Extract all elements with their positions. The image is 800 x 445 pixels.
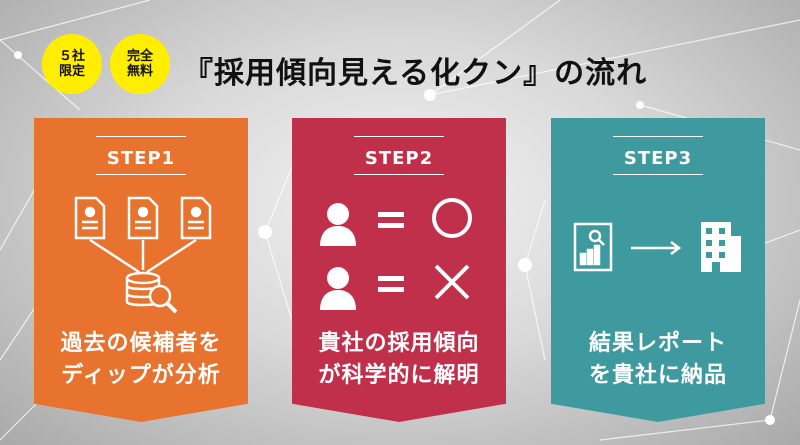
database-magnifier-icon xyxy=(125,271,178,314)
divider xyxy=(96,174,186,175)
step-text-line: 過去の候補者を xyxy=(60,331,222,356)
divider xyxy=(96,136,186,137)
divider xyxy=(354,174,444,175)
step1-illustration xyxy=(74,196,212,314)
step-text-line: ディップが分析 xyxy=(61,363,221,388)
step-label: STEP2 xyxy=(364,148,434,169)
free-badge: 完全 無料 xyxy=(110,34,170,94)
step-text-line: が科学的に解明 xyxy=(318,363,480,388)
arrow-right-icon xyxy=(631,241,682,255)
step2-illustration xyxy=(320,198,472,310)
step-description: 過去の候補者を ディップが分析 xyxy=(34,328,248,392)
building-icon xyxy=(701,222,741,272)
step3-illustration xyxy=(573,222,741,272)
person-icon xyxy=(320,267,356,310)
person-icon xyxy=(320,203,356,246)
step-text-line: 結果レポート xyxy=(588,331,727,356)
equals-icon xyxy=(378,212,404,228)
step2-card: STEP2 貴社の採用傾向 が科学的に解明 xyxy=(292,118,506,422)
badge-line: 完全 xyxy=(126,49,153,64)
page-title: 『採用傾向見える化クン』の流れ xyxy=(183,56,648,91)
step3-card: STEP3 結果レポート を貴社に納品 xyxy=(551,118,765,422)
divider xyxy=(354,136,444,137)
resume-document-icon xyxy=(127,196,159,240)
badge-line: 無料 xyxy=(126,64,153,79)
step1-card: STEP1 xyxy=(34,118,248,422)
resume-document-icon xyxy=(180,196,212,240)
resume-document-icon xyxy=(74,196,106,240)
step-text-line: 貴社の採用傾向 xyxy=(318,331,480,356)
report-chart-icon xyxy=(573,222,613,272)
step-text-line: を貴社に納品 xyxy=(588,363,727,388)
circle-icon xyxy=(432,198,472,238)
step-label: STEP3 xyxy=(623,148,693,169)
badge-line: 限定 xyxy=(58,64,85,79)
step-description: 貴社の採用傾向 が科学的に解明 xyxy=(292,328,506,392)
equals-icon xyxy=(378,276,404,292)
step-label: STEP1 xyxy=(106,148,176,169)
divider xyxy=(613,136,703,137)
cross-icon xyxy=(434,264,470,300)
step-description: 結果レポート を貴社に納品 xyxy=(551,328,765,392)
limited-badge: ５社 限定 xyxy=(42,34,102,94)
badge-line: ５社 xyxy=(58,49,85,64)
divider xyxy=(613,174,703,175)
